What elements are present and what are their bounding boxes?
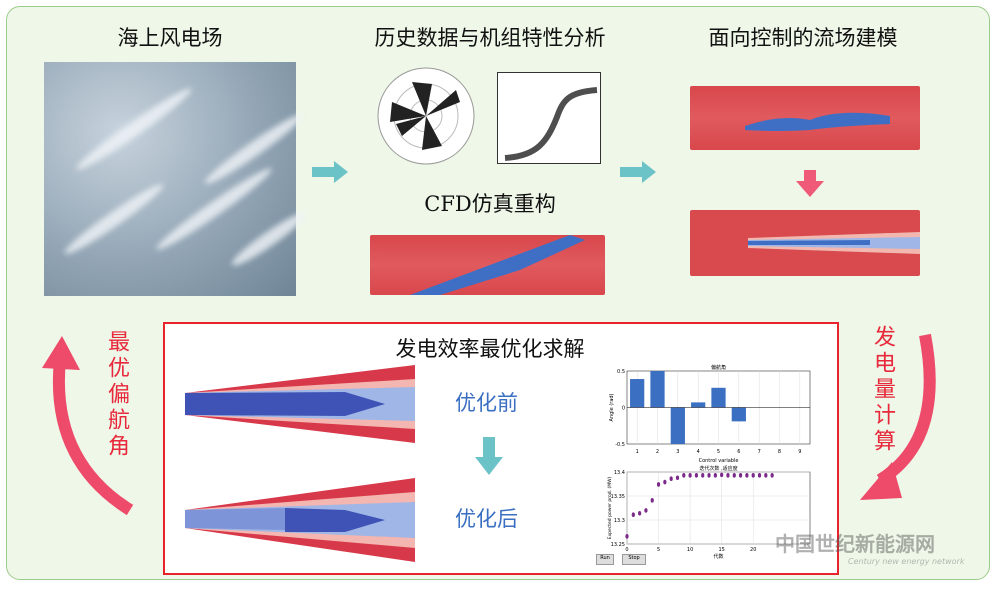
scatter-point bbox=[694, 473, 699, 478]
wake-before bbox=[185, 365, 415, 443]
scatter-point bbox=[751, 473, 755, 478]
bar bbox=[711, 387, 726, 408]
scatter-xtick: 5 bbox=[657, 547, 660, 553]
title-cfd: CFD仿真重构 bbox=[424, 192, 556, 216]
bar bbox=[731, 407, 746, 422]
bar-xtick: 4 bbox=[697, 449, 700, 455]
scatter-point bbox=[770, 473, 774, 478]
bar-ytick: 0 bbox=[622, 406, 625, 412]
scatter-ylabel: Expected power prod. (MW) bbox=[607, 476, 613, 539]
bar bbox=[650, 371, 665, 408]
scatter-point bbox=[707, 473, 711, 478]
curved-arrow-right bbox=[860, 333, 936, 500]
optimization-charts: 1 2 3 4 5 6 7 8 9 -0.5 0 0.5 偏航角 Control variable Angl… bbox=[607, 364, 811, 560]
bar bbox=[630, 379, 645, 408]
arrow-down-pink bbox=[796, 170, 824, 197]
run-button[interactable]: Run bbox=[596, 554, 614, 565]
bar-xtick: 9 bbox=[798, 449, 801, 455]
scatter-point bbox=[745, 473, 749, 478]
scatter-title: 迭代次数 ,适应度 bbox=[699, 465, 737, 472]
scatter-point bbox=[688, 473, 692, 478]
arrow-right-2 bbox=[620, 161, 656, 183]
scatter-xlabel: 代数 bbox=[713, 553, 723, 560]
label-optimal-yaw: 最优偏航角 bbox=[104, 330, 129, 460]
bar-ytick: -0.5 bbox=[615, 442, 625, 448]
scatter-point bbox=[720, 472, 724, 478]
bar-xtick: 7 bbox=[758, 449, 761, 455]
scatter-point bbox=[675, 475, 680, 481]
bar-xtick: 2 bbox=[656, 449, 659, 455]
bar-xtick: 3 bbox=[676, 449, 679, 455]
scatter-point bbox=[682, 473, 686, 478]
scatter-ytick: 13.25 bbox=[611, 542, 625, 548]
flow-field-turbulent bbox=[690, 86, 920, 150]
bar-xtick: 8 bbox=[778, 449, 781, 455]
bar-ytick: 0.5 bbox=[617, 369, 625, 375]
wake-after bbox=[185, 478, 415, 562]
scatter-point bbox=[701, 473, 705, 478]
wind-rose-plot bbox=[377, 67, 475, 165]
power-curve-scatter bbox=[497, 72, 601, 164]
scatter-ytick: 13.4 bbox=[614, 470, 625, 476]
scatter-point bbox=[644, 508, 648, 513]
bar-ylabel: Angle (rad) bbox=[609, 393, 615, 421]
bar bbox=[691, 402, 706, 408]
scatter-xtick: 15 bbox=[718, 547, 724, 553]
title-control: 面向控制的流场建模 bbox=[708, 26, 898, 50]
curved-arrow-left bbox=[42, 336, 134, 516]
scatter-point bbox=[764, 473, 768, 478]
scatter-point bbox=[713, 473, 717, 478]
bar-xtick: 6 bbox=[737, 449, 740, 455]
stop-button[interactable]: Stop bbox=[622, 554, 646, 565]
scatter-xtick: 0 bbox=[625, 547, 628, 553]
scatter-point bbox=[638, 510, 642, 516]
wind-farm-photo bbox=[44, 62, 310, 296]
bar bbox=[670, 407, 685, 444]
scatter-point bbox=[726, 473, 730, 478]
bar-title: 偏航角 bbox=[711, 364, 726, 371]
label-power-calc: 发电量计算 bbox=[870, 325, 895, 455]
title-offshore: 海上风电场 bbox=[117, 26, 223, 50]
scatter-point bbox=[738, 473, 743, 478]
scatter-point bbox=[625, 534, 629, 539]
scatter-point bbox=[757, 473, 762, 478]
bar-xtick: 1 bbox=[636, 449, 639, 455]
scatter-xtick: 20 bbox=[750, 547, 756, 553]
flow-field-model bbox=[690, 210, 920, 276]
scatter-xtick: 10 bbox=[687, 547, 693, 553]
scatter-point bbox=[656, 482, 661, 487]
scatter-point bbox=[631, 512, 635, 518]
scatter-point bbox=[732, 473, 736, 478]
label-before: 优化前 bbox=[455, 391, 518, 415]
scatter-point bbox=[663, 479, 667, 485]
bar-xlabel: Control variable bbox=[699, 458, 739, 464]
label-after: 优化后 bbox=[455, 507, 518, 531]
watermark-cn: 中国世纪新能源网 bbox=[775, 532, 935, 556]
title-history: 历史数据与机组特性分析 bbox=[374, 26, 606, 50]
cfd-field-image bbox=[370, 235, 605, 295]
scatter-ytick: 13.35 bbox=[611, 494, 625, 500]
title-optimize: 发电效率最优化求解 bbox=[395, 337, 585, 361]
arrow-down-teal bbox=[475, 437, 503, 475]
watermark-en: Century new energy network bbox=[848, 557, 965, 566]
bar-xtick: 5 bbox=[717, 449, 720, 455]
scatter-point bbox=[650, 498, 654, 503]
scatter-point bbox=[669, 476, 673, 482]
arrow-right-1 bbox=[312, 161, 348, 183]
scatter-ytick: 13.3 bbox=[614, 518, 625, 524]
